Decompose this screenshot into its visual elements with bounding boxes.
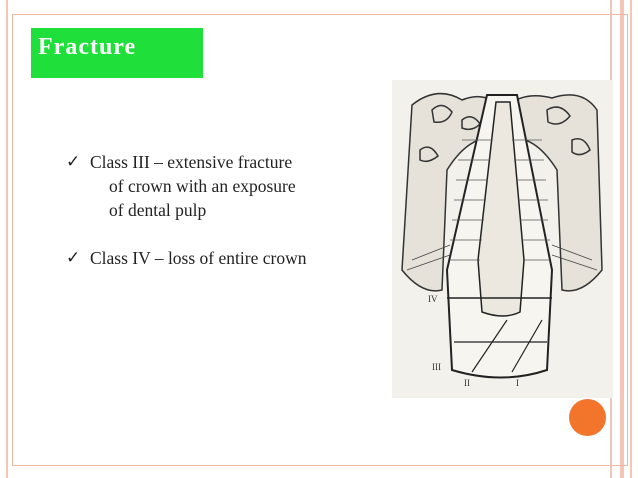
bone-cavity-4 — [571, 138, 591, 156]
bullet-text-cont: of crown with an exposure — [109, 176, 296, 196]
bullet-text: Class IV – loss of entire crown — [90, 248, 307, 268]
bullet-item: ✓ Class IV – loss of entire crown — [66, 246, 396, 270]
pulp-canal — [477, 101, 525, 317]
fig-label-i: I — [516, 378, 519, 388]
dentin-hatching — [450, 139, 550, 261]
bone-outline — [401, 92, 603, 292]
fracture-line-ii — [471, 319, 508, 373]
fig-label-iii: III — [432, 362, 441, 372]
orange-dot-decor — [569, 399, 606, 436]
fig-label-iv: IV — [428, 294, 438, 304]
ligament-fibers — [406, 244, 598, 271]
bone-cavity-1 — [431, 104, 453, 124]
decor-rail-left — [6, 0, 8, 478]
bullet-item: ✓ Class III – extensive fracture of crow… — [66, 150, 396, 222]
check-icon: ✓ — [66, 152, 81, 171]
bone-cavity-3 — [546, 106, 571, 125]
decor-rail-right-3 — [630, 0, 632, 478]
title-box: Fracture — [31, 28, 203, 78]
fracture-line-i — [511, 319, 543, 373]
bone-cavity-5 — [419, 146, 439, 163]
check-icon: ✓ — [66, 248, 81, 267]
slide-title: Fracture — [38, 34, 137, 60]
tooth-diagram: IV III II I — [401, 92, 603, 388]
decor-rail-right-2 — [620, 0, 624, 478]
fig-label-ii: II — [464, 378, 470, 388]
bullet-list: ✓ Class III – extensive fracture of crow… — [66, 150, 396, 270]
bullet-text: Class III – extensive fracture — [90, 152, 293, 172]
bullet-text-cont: of dental pulp — [109, 200, 207, 220]
tooth-fracture-illustration: IV III II I — [392, 80, 613, 398]
slide-frame — [12, 14, 628, 466]
